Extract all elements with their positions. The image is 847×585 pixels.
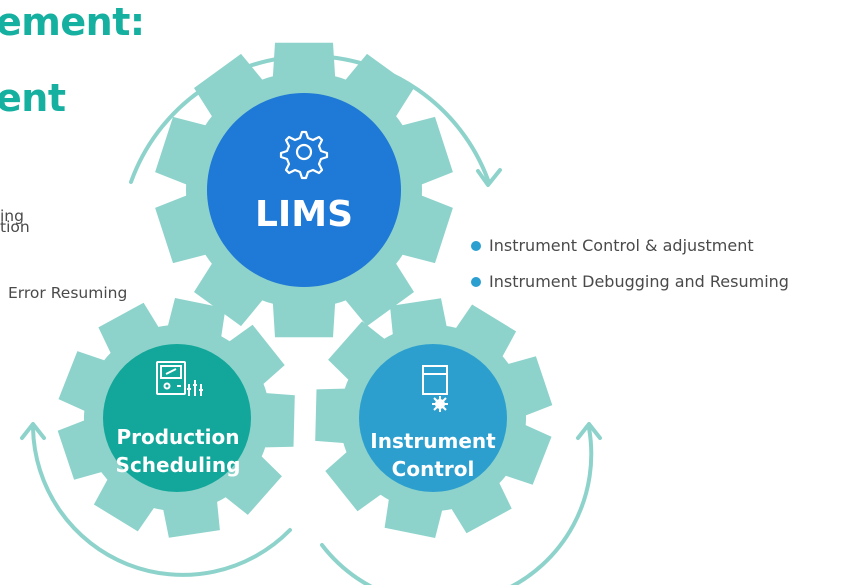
production-label-line1: Production bbox=[116, 425, 239, 449]
gear-icon bbox=[279, 130, 329, 180]
right-bullet-item: Instrument Control & adjustment bbox=[471, 228, 789, 264]
instrument-label-line2: Control bbox=[392, 457, 475, 481]
left-cycle-arrow bbox=[31, 426, 292, 577]
production-circle bbox=[103, 344, 251, 492]
instrument-circle bbox=[359, 344, 507, 492]
lims-circle bbox=[207, 93, 401, 287]
window-settings-icon bbox=[422, 365, 448, 412]
production-label-line2: Scheduling bbox=[116, 453, 241, 477]
bullet-dot bbox=[471, 277, 481, 287]
right-cycle-arrow bbox=[320, 426, 594, 585]
left-bullet-2: tion bbox=[0, 218, 30, 236]
bullet-dot bbox=[471, 241, 481, 251]
left-bullet-1: ing bbox=[0, 207, 24, 225]
left-bullet-3: Error Resuming bbox=[8, 284, 128, 302]
control-panel-icon bbox=[156, 361, 203, 396]
heading-line-2: ent bbox=[0, 76, 66, 120]
right-bullet-list: Instrument Control & adjustment Instrume… bbox=[471, 228, 789, 300]
right-bullet-item: Instrument Debugging and Resuming bbox=[471, 264, 789, 300]
lims-label: LIMS bbox=[255, 194, 353, 235]
heading-line-1: ement: bbox=[0, 0, 145, 44]
instrument-label-line1: Instrument bbox=[370, 429, 496, 453]
